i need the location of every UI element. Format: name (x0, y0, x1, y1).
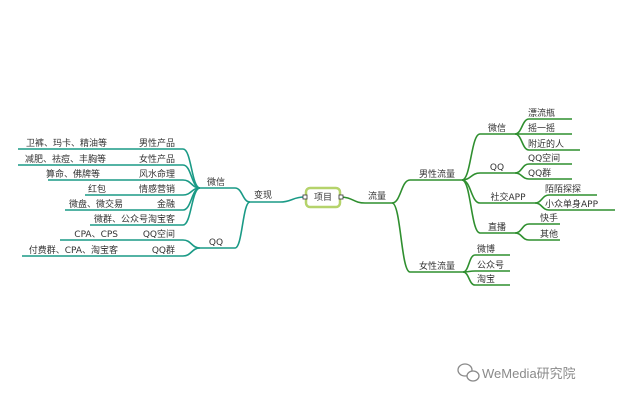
branch-line-male-group-1 (461, 172, 515, 181)
leaf-line-male (534, 202, 615, 211)
leaf-detail[interactable]: 减肥、祛痘、丰胸等 (25, 153, 106, 165)
node-male-group[interactable]: QQ (490, 163, 504, 173)
leaf-male[interactable]: 漂流瓶 (528, 107, 555, 119)
branch-line-male-group-0 (461, 133, 515, 181)
branch-line-weixin-left (200, 187, 251, 203)
leaf-line-male (514, 133, 580, 151)
watermark-text: WeMedia研究院 (482, 366, 576, 381)
root-label: 项目 (314, 192, 332, 203)
root-right-handle (338, 194, 344, 200)
leaf-male[interactable]: 摇一摇 (528, 122, 555, 134)
leaf-male[interactable]: 其他 (540, 228, 558, 240)
leaf-category[interactable]: 风水命理 (139, 168, 175, 180)
node-weixin-left[interactable]: 微信 (207, 176, 225, 188)
leaf-detail[interactable]: 微盘、微交易 (69, 198, 123, 210)
leaf-category[interactable]: 微群、公众号淘宝客 (94, 213, 175, 225)
leaf-category[interactable]: QQ空间 (143, 228, 175, 240)
leaf-female[interactable]: 淘宝 (477, 273, 495, 285)
leaf-male[interactable]: 陌陌探探 (545, 183, 581, 195)
leaf-female[interactable]: 微博 (477, 243, 495, 255)
branch-line-male (391, 179, 462, 204)
leaf-male[interactable]: 附近的人 (528, 138, 564, 150)
leaf-detail[interactable]: 付费群、CPA、淘宝客 (29, 244, 118, 256)
leaf-detail[interactable]: CPA、CPS (74, 230, 118, 240)
leaf-line-weixin-5 (90, 187, 201, 226)
leaf-male[interactable]: 快手 (540, 212, 558, 224)
leaf-line-male (514, 232, 560, 241)
leaf-male[interactable]: 小众单身APP (545, 198, 599, 210)
branch-line-female (391, 202, 463, 273)
node-male-group[interactable]: 社交APP (490, 191, 526, 203)
node-qq-left[interactable]: QQ (209, 238, 223, 248)
leaf-detail[interactable]: 算命、佛牌等 (46, 168, 100, 180)
node-female-traffic[interactable]: 女性流量 (419, 260, 455, 272)
leaf-male[interactable]: QQ空间 (528, 152, 560, 164)
leaf-category[interactable]: 女性产品 (139, 153, 175, 165)
root-node[interactable]: 项目 (302, 186, 344, 209)
node-male-group[interactable]: 直播 (488, 221, 506, 233)
leaf-female[interactable]: 公众号 (477, 260, 504, 271)
branch-line-male-group-3 (461, 179, 515, 234)
leaf-line-qq-1 (22, 247, 201, 257)
leaf-line-female-2 (462, 271, 510, 286)
leaf-category[interactable]: 金融 (157, 198, 175, 210)
leaf-category[interactable]: QQ群 (152, 244, 175, 256)
leaf-category[interactable]: 情感营销 (139, 183, 175, 195)
node-male-group[interactable]: 微信 (488, 122, 506, 134)
branch-line-qq-left (200, 201, 251, 249)
leaf-category[interactable]: 男性产品 (139, 137, 175, 149)
root-left-handle (302, 194, 308, 200)
branch-line-monetize (250, 196, 306, 203)
leaf-detail[interactable]: 红包 (88, 183, 106, 195)
leaf-detail[interactable]: 卫裤、玛卡、精油等 (26, 137, 107, 149)
leaf-male[interactable]: QQ群 (528, 167, 551, 179)
leaf-line-male (514, 172, 572, 180)
node-traffic[interactable]: 流量 (368, 190, 386, 202)
node-monetize[interactable]: 变现 (254, 189, 272, 201)
leaf-line-weixin-2 (48, 179, 201, 189)
branch-line-traffic (339, 196, 392, 204)
watermark: WeMedia研究院 (457, 363, 576, 382)
node-male-traffic[interactable]: 男性流量 (419, 168, 455, 180)
wechat-icon (457, 363, 480, 382)
leaf-line-female-1 (462, 270, 510, 273)
